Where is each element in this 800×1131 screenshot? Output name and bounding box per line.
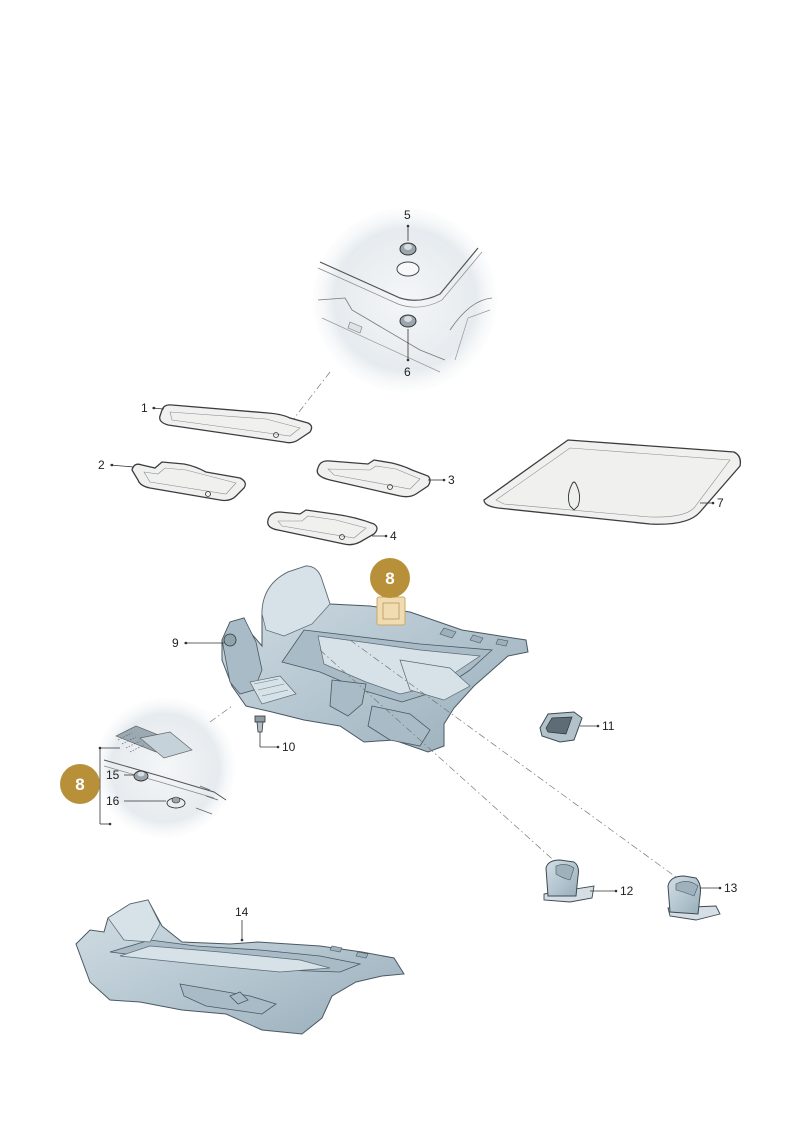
callout-12: 12 [620,884,634,898]
badge-8-upper: 8 [370,558,410,598]
detail-view-top [313,208,497,392]
floor-mat-4 [267,509,378,546]
callout-5: 5 [404,208,411,222]
svg-text:8: 8 [385,569,394,588]
callout-10: 10 [282,740,296,754]
callout-labels: 5 6 1 2 3 4 7 9 10 11 12 13 14 15 16 [98,208,738,919]
callout-3: 3 [448,473,455,487]
callout-4: 4 [390,529,397,543]
highlighted-part-8 [376,596,406,626]
clip-10-shape [254,715,266,733]
main-carpet [221,565,529,753]
badge-8-lower: 8 [60,764,100,804]
part-12-shape [543,859,595,903]
luggage-mat-7 [483,439,742,525]
part-11-shape [539,711,583,743]
part-13-shape [667,875,721,921]
floor-mat-1 [159,404,313,444]
callout-7: 7 [717,496,724,510]
floor-mat-3 [316,459,431,498]
callout-15: 15 [106,768,120,782]
callout-9: 9 [172,636,179,650]
detail-view-bottom [95,698,235,838]
callout-11: 11 [602,719,615,733]
callout-1: 1 [141,401,148,415]
callout-13: 13 [724,881,738,895]
carpet-14 [75,899,405,1035]
callout-6: 6 [404,365,411,379]
svg-text:8: 8 [75,775,84,794]
floor-mat-2 [131,461,246,502]
callout-14: 14 [235,905,249,919]
leader-lines [98,224,722,942]
callout-2: 2 [98,458,105,472]
callout-16: 16 [106,794,120,808]
